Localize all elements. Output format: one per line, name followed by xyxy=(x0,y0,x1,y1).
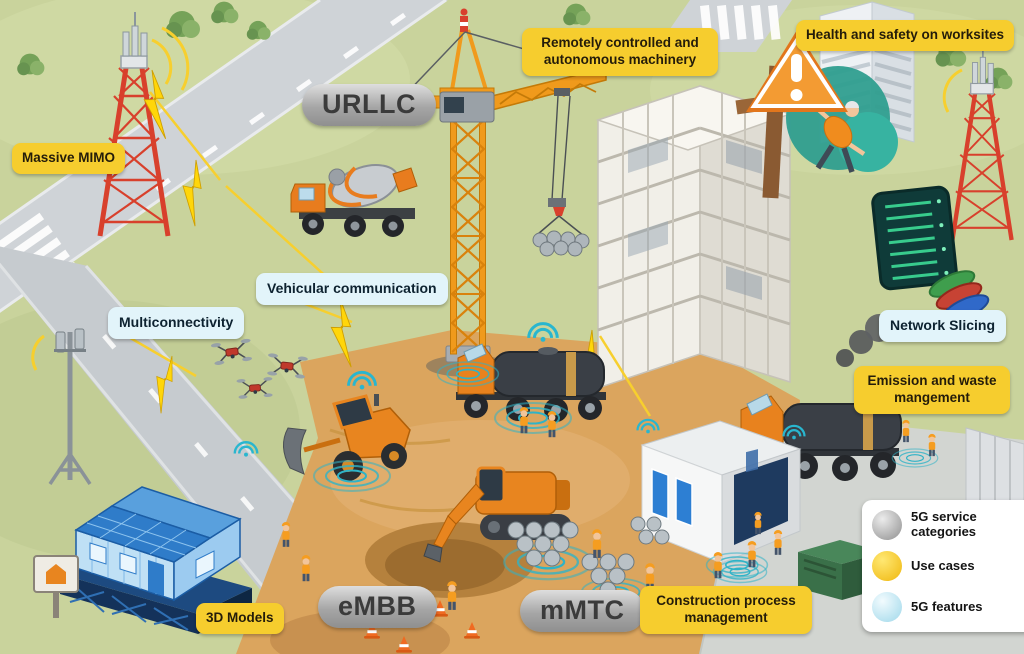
legend-label: 5G service categories xyxy=(911,509,977,539)
tanker-truck-icon xyxy=(456,322,606,434)
antenna-mast-icon xyxy=(31,328,92,485)
label-mmtc: mMTC xyxy=(520,590,645,632)
label-emission-waste: Emission and waste mangement xyxy=(854,366,1010,414)
legend-label: 5G features xyxy=(911,598,983,614)
feature-dot-icon xyxy=(872,592,902,622)
legend-item-features: 5G features xyxy=(872,592,1024,622)
cement-mixer-truck-icon xyxy=(290,164,418,237)
cell-tower-icon xyxy=(100,12,190,236)
label-construction-process: Construction process management xyxy=(640,586,812,634)
label-3d-models: 3D Models xyxy=(196,603,284,634)
legend-label: Use cases xyxy=(911,557,975,573)
wheel-loader-icon xyxy=(283,370,411,492)
use-case-dot-icon xyxy=(872,551,902,581)
site-sign xyxy=(33,555,79,618)
legend-item-use-cases: Use cases xyxy=(872,551,1024,581)
bim-house-model-icon xyxy=(60,441,259,634)
label-health-safety: Health and safety on worksites xyxy=(795,20,1014,51)
cell-tower-icon xyxy=(942,45,1011,240)
hanging-pipes xyxy=(532,230,590,257)
health-safety-scene xyxy=(735,30,898,199)
legend-panel: 5G service categories Use cases 5G featu… xyxy=(862,500,1024,632)
legend-item-service-categories: 5G service categories xyxy=(872,509,1024,540)
service-category-dot-icon xyxy=(872,510,902,540)
network-slicing-server-icon xyxy=(871,185,990,322)
label-urllc: URLLC xyxy=(302,84,436,126)
label-massive-mimo: Massive MIMO xyxy=(12,143,126,174)
label-network-slicing: Network Slicing xyxy=(878,310,1006,342)
label-multiconnectivity: Multiconnectivity xyxy=(108,307,245,339)
label-remote-machinery: Remotely controlled and autonomous machi… xyxy=(522,28,718,76)
label-embb: eMBB xyxy=(318,586,437,628)
label-vehicular-communication: Vehicular communication xyxy=(256,273,448,305)
building-under-construction-icon xyxy=(595,84,793,390)
warning-triangle-icon xyxy=(746,30,848,112)
